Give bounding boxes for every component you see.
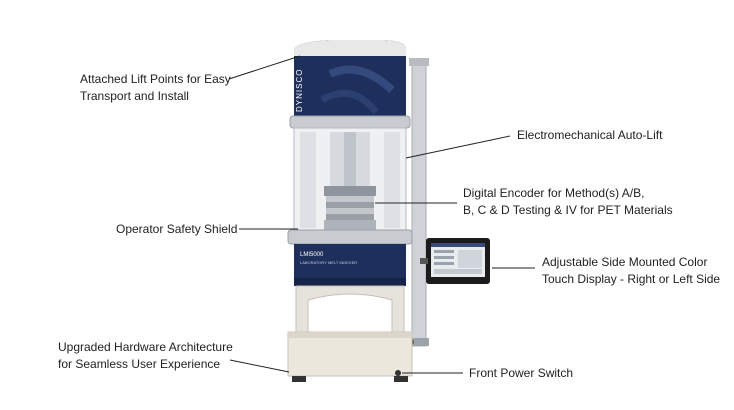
callout-hardware-line1: Upgraded Hardware Architecture <box>58 340 233 354</box>
callout-lift-points-line1: Attached Lift Points for Easy <box>80 72 231 86</box>
touch-display[interactable] <box>420 238 490 284</box>
callout-lift-points: Attached Lift Points for Easy Transport … <box>80 71 231 105</box>
callout-power-switch: Front Power Switch <box>469 366 574 380</box>
foot-left <box>292 376 306 382</box>
leader-hardware <box>229 359 290 373</box>
callout-display-line2: Touch Display - Right or Left Side <box>542 272 721 286</box>
callout-auto-lift: Electromechanical Auto-Lift <box>517 128 663 142</box>
base-cabinet <box>287 331 413 377</box>
callout-encoder: Digital Encoder for Method(s) A/B, B, C … <box>463 185 673 219</box>
callout-lift-points-line2: Transport and Install <box>80 89 189 103</box>
callout-encoder-line2: B, C & D Testing & IV for PET Materials <box>463 203 673 217</box>
top-hood <box>294 40 406 116</box>
safety-shield <box>293 127 407 233</box>
callout-hardware-line2: for Seamless User Experience <box>58 357 221 371</box>
digital-encoder <box>324 186 376 230</box>
lower-frame <box>295 285 405 335</box>
callout-hardware: Upgraded Hardware Architecture for Seaml… <box>58 339 233 373</box>
panel-text: LABORATORY MELT INDEXER <box>300 260 357 265</box>
callout-display: Adjustable Side Mounted Color Touch Disp… <box>542 254 720 288</box>
callout-display-line1: Adjustable Side Mounted Color <box>542 255 708 269</box>
brand-logo: DYNISCO <box>295 69 304 112</box>
callout-safety-shield: Operator Safety Shield <box>116 222 238 236</box>
leader-auto-lift <box>405 135 511 159</box>
leader-lift-points <box>228 55 301 80</box>
power-switch[interactable] <box>395 370 401 376</box>
callout-encoder-line1: Digital Encoder for Method(s) A/B, <box>463 186 645 200</box>
front-panel <box>294 244 406 286</box>
model-label: LMI5000 <box>300 252 324 258</box>
foot-right <box>394 376 408 382</box>
